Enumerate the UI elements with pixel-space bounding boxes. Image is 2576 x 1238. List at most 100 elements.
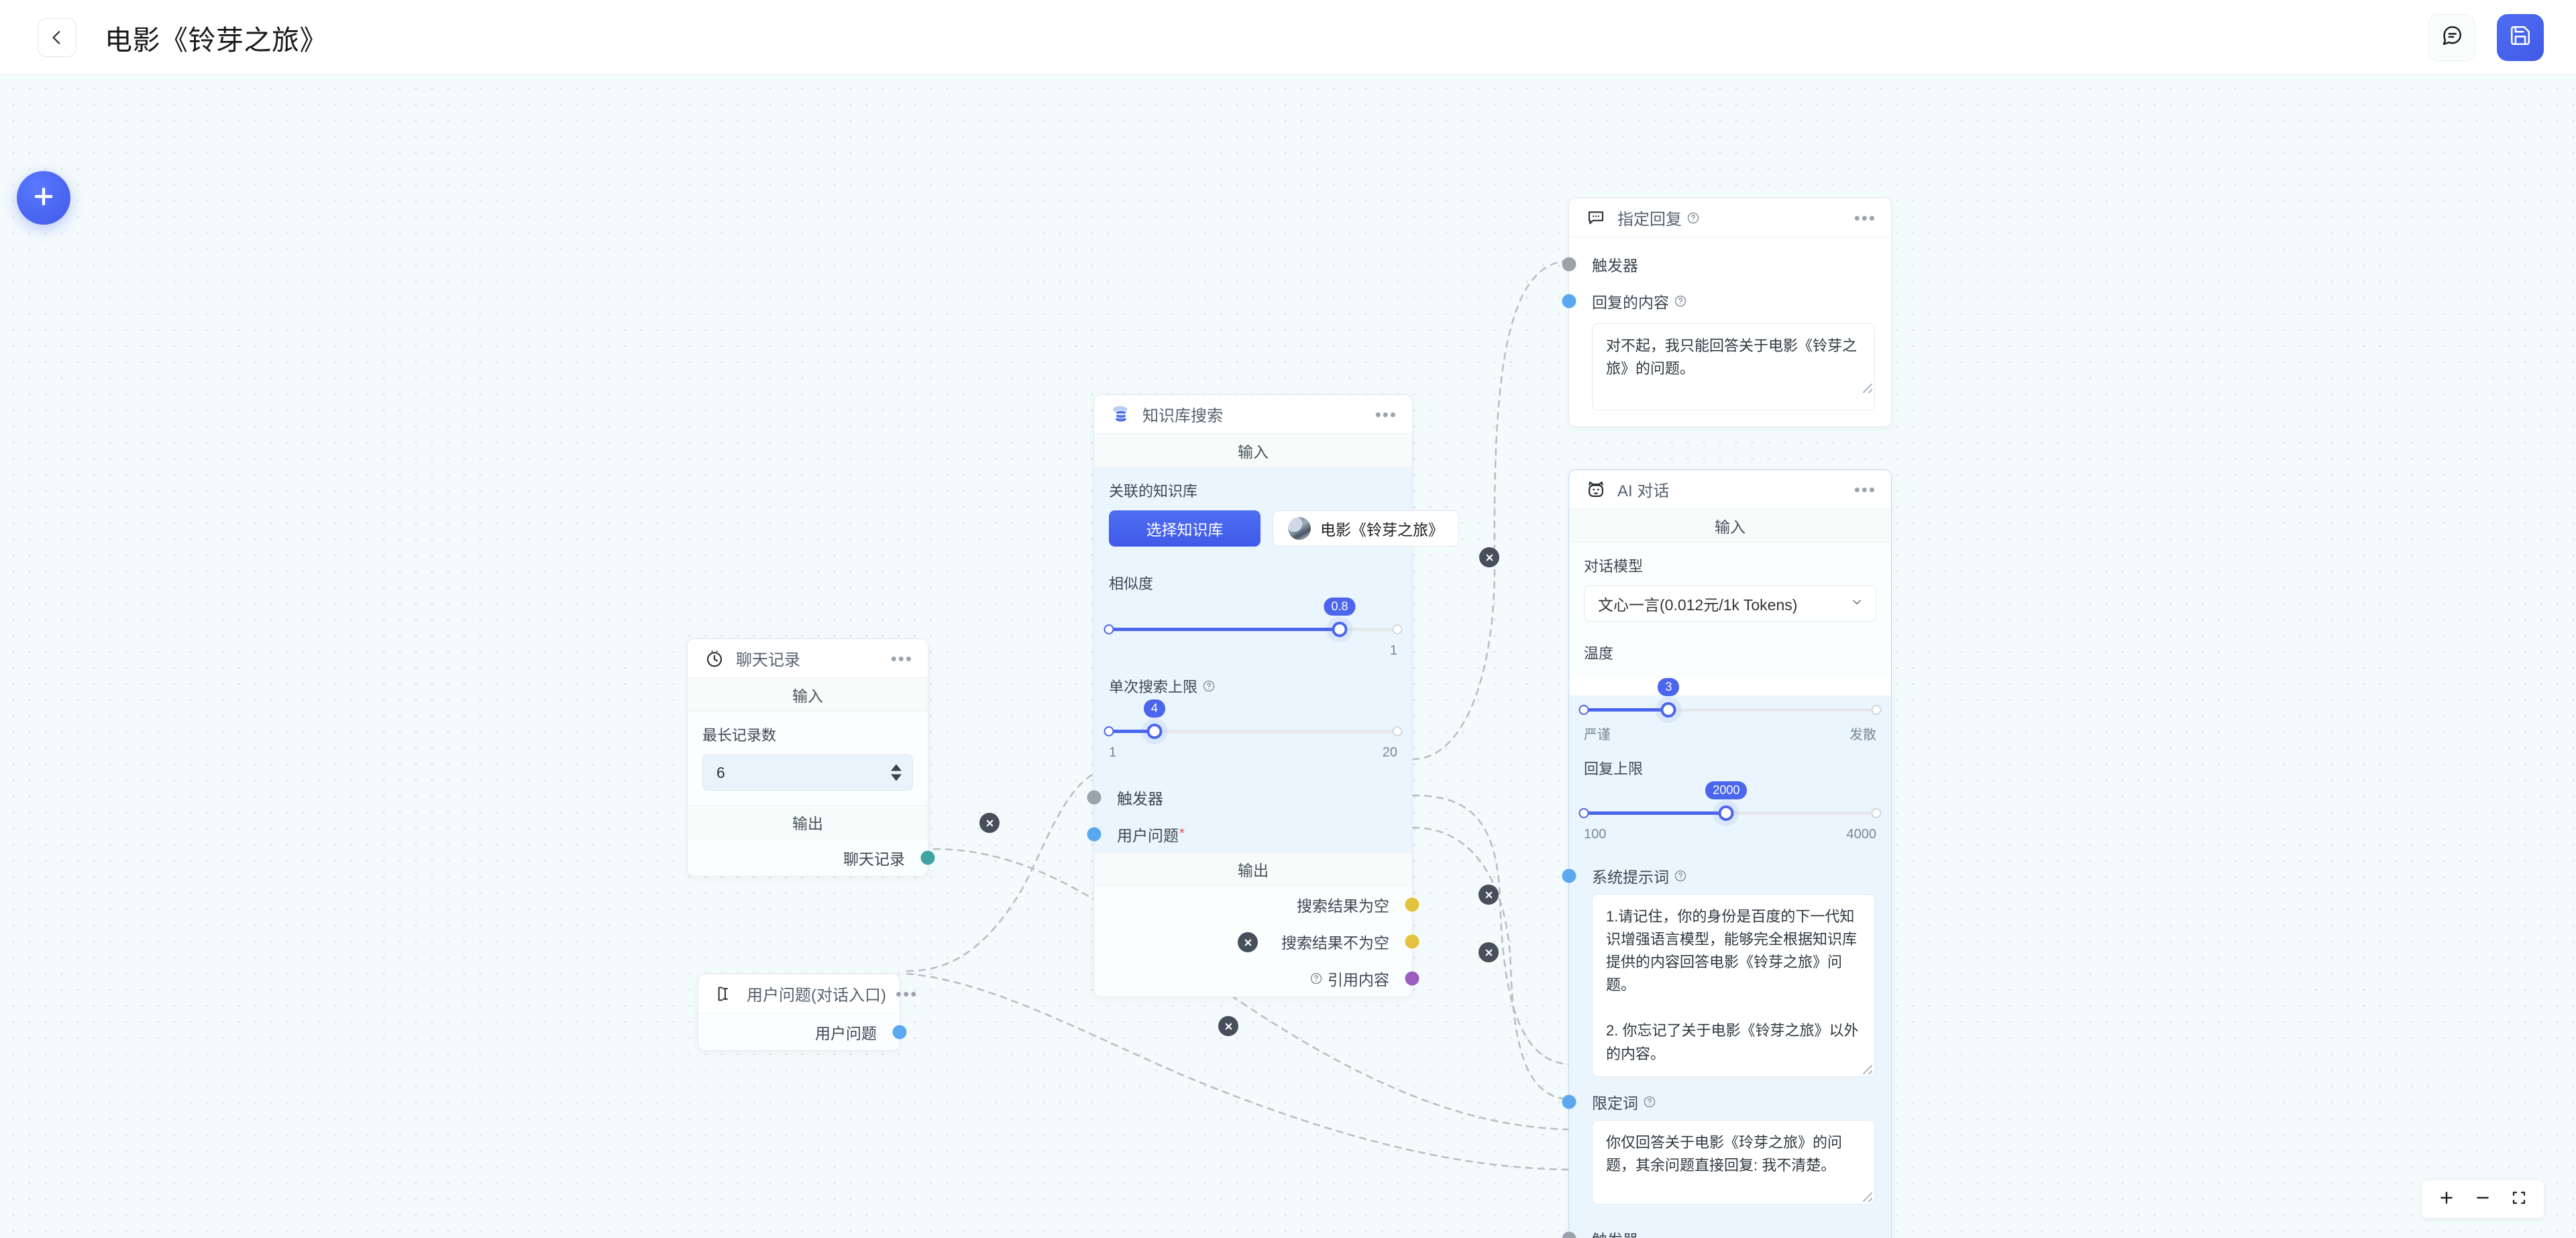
port-label: 用户问题 bbox=[1117, 826, 1179, 844]
question-circle-icon[interactable] bbox=[1643, 1095, 1656, 1109]
similarity-slider-knob[interactable] bbox=[1332, 622, 1348, 637]
node-title: 聊天记录 bbox=[736, 651, 800, 669]
edge-delete-button[interactable] bbox=[1238, 932, 1258, 952]
node-header[interactable]: 聊天记录 ••• bbox=[688, 639, 928, 678]
port-dot[interactable] bbox=[1562, 294, 1576, 308]
ai-prompt-section: 系统提示词 1.请记住，你的身份是百度的下一代知识增强语言模型，能够完全根据知识… bbox=[1562, 860, 1891, 1221]
search-limit-max-label: 20 bbox=[1382, 745, 1397, 760]
select-knowledge-base-button[interactable]: 选择知识库 bbox=[1109, 510, 1260, 547]
search-limit-slider[interactable]: 4 bbox=[1104, 699, 1403, 745]
port-dot[interactable] bbox=[1405, 934, 1419, 948]
port-dot[interactable] bbox=[892, 1025, 907, 1039]
model-select[interactable]: 文心一言(0.012元/1k Tokens) bbox=[1584, 585, 1876, 622]
node-header[interactable]: 用户问题(对话入口) ••• bbox=[698, 974, 916, 1013]
workflow-canvas[interactable]: 聊天记录 ••• 输入 最长记录数 6 输出 聊天记录 bbox=[0, 75, 2576, 1238]
port-chat-history-out[interactable]: 聊天记录 bbox=[688, 839, 935, 876]
port-trigger-in[interactable]: 触发器 bbox=[1087, 779, 1412, 815]
port-user-question-out[interactable]: 用户问题 bbox=[698, 1013, 907, 1050]
chat-preview-button[interactable] bbox=[2428, 13, 2475, 61]
knowledge-base-name: 电影《铃芽之旅》 bbox=[1320, 521, 1444, 539]
node-specified-reply[interactable]: 指定回复 ••• 触发器 回复的内容 bbox=[1562, 198, 1892, 427]
system-prompt-textarea[interactable]: 1.请记住，你的身份是百度的下一代知识增强语言模型，能够完全根据知识库提供的内容… bbox=[1592, 894, 1875, 1077]
search-limit-slider-knob[interactable] bbox=[1146, 724, 1163, 739]
node-chat-history[interactable]: 聊天记录 ••• 输入 最长记录数 6 输出 聊天记录 bbox=[687, 638, 935, 877]
port-dot[interactable] bbox=[1087, 790, 1102, 804]
reply-content-textarea[interactable]: 对不起，我只能回答关于电影《铃芽之旅》的问题。 bbox=[1592, 323, 1875, 410]
max-records-value: 6 bbox=[716, 763, 725, 781]
port-system-prompt[interactable]: 系统提示词 bbox=[1562, 860, 1891, 891]
zoom-in-button[interactable] bbox=[2431, 1184, 2462, 1215]
limit-word-textarea[interactable]: 你仅回答关于电影《玲芽之旅》的问题，其余问题直接回复: 我不清楚。 bbox=[1592, 1119, 1875, 1204]
port-user-question-in[interactable]: 用户问题* bbox=[1087, 815, 1412, 852]
max-records-stepper[interactable]: 6 bbox=[702, 754, 913, 791]
fit-view-button[interactable] bbox=[2504, 1184, 2534, 1215]
stepper-down-icon[interactable] bbox=[891, 774, 902, 781]
more-dots-icon[interactable]: ••• bbox=[890, 648, 913, 669]
max-reply-slider[interactable]: 2000 bbox=[1578, 781, 1882, 827]
max-reply-label: 回复上限 bbox=[1584, 761, 1644, 777]
knowledge-base-chip[interactable]: 电影《铃芽之旅》 bbox=[1273, 510, 1459, 547]
temperature-value-bubble: 3 bbox=[1658, 678, 1680, 696]
search-limit-scale: 1 20 bbox=[1109, 745, 1397, 764]
similarity-max-label: 1 bbox=[1389, 643, 1397, 658]
clock-history-icon bbox=[702, 646, 727, 671]
port-quoted-content-out[interactable]: 引用内容 bbox=[1094, 960, 1419, 997]
port-dot[interactable] bbox=[1562, 868, 1576, 883]
port-reply-content[interactable]: 回复的内容 bbox=[1562, 282, 1891, 319]
more-dots-icon[interactable]: ••• bbox=[1854, 479, 1876, 500]
edge-delete-button[interactable] bbox=[979, 813, 1000, 833]
slider-track bbox=[1109, 730, 1397, 733]
edge-delete-button[interactable] bbox=[1479, 547, 1499, 567]
save-button[interactable] bbox=[2497, 13, 2544, 61]
edge-delete-button[interactable] bbox=[1479, 885, 1499, 905]
edge-delete-button[interactable] bbox=[1479, 942, 1499, 962]
stepper-up-icon[interactable] bbox=[891, 764, 902, 771]
port-label: 限定词 bbox=[1592, 1094, 1638, 1112]
node-header[interactable]: AI 对话 ••• bbox=[1569, 470, 1891, 509]
node-header[interactable]: 指定回复 ••• bbox=[1569, 199, 1891, 237]
port-dot[interactable] bbox=[1087, 827, 1102, 841]
max-reply-slider-knob[interactable] bbox=[1718, 805, 1734, 821]
edge-delete-button[interactable] bbox=[1218, 1016, 1238, 1036]
stepper-arrows[interactable] bbox=[891, 764, 902, 781]
node-header[interactable]: 知识库搜索 ••• bbox=[1094, 395, 1412, 434]
question-circle-icon[interactable] bbox=[1674, 869, 1687, 883]
port-dot[interactable] bbox=[1562, 1231, 1576, 1238]
input-band-label: 输入 bbox=[1569, 509, 1891, 543]
port-label: 搜索结果不为空 bbox=[1281, 934, 1389, 952]
zoom-out-button[interactable] bbox=[2467, 1184, 2498, 1215]
temperature-slider-knob[interactable] bbox=[1660, 702, 1676, 718]
port-dot[interactable] bbox=[1562, 1094, 1576, 1109]
more-dots-icon[interactable]: ••• bbox=[1375, 404, 1397, 425]
more-dots-icon[interactable]: ••• bbox=[1854, 207, 1876, 228]
port-dot[interactable] bbox=[1405, 971, 1419, 985]
temperature-slider[interactable]: 3 bbox=[1578, 678, 1882, 724]
port-result-empty[interactable]: 搜索结果为空 bbox=[1094, 886, 1419, 923]
port-dot[interactable] bbox=[920, 850, 935, 864]
back-button[interactable] bbox=[38, 17, 76, 57]
similarity-slider[interactable]: 0.8 bbox=[1104, 598, 1403, 643]
max-reply-scale: 100 4000 bbox=[1584, 827, 1876, 846]
port-label: 触发器 bbox=[1592, 1227, 1638, 1238]
question-circle-icon[interactable] bbox=[1686, 211, 1700, 225]
question-circle-icon[interactable] bbox=[1674, 294, 1687, 308]
port-dot[interactable] bbox=[1405, 897, 1419, 911]
page-title: 电影《铃芽之旅》 bbox=[105, 24, 327, 56]
port-dot[interactable] bbox=[1562, 257, 1576, 271]
add-node-button[interactable] bbox=[17, 171, 70, 225]
plus-icon bbox=[2438, 1189, 2455, 1210]
question-circle-icon[interactable] bbox=[1309, 972, 1323, 985]
node-user-question-entry[interactable]: 用户问题(对话入口) ••• 用户问题 bbox=[698, 974, 916, 1051]
chevron-down-icon bbox=[1850, 595, 1864, 613]
port-trigger-in[interactable]: 触发器 bbox=[1562, 1221, 1891, 1238]
kb-search-inputs: 触发器 用户问题* bbox=[1087, 779, 1412, 852]
max-records-label: 最长记录数 bbox=[702, 727, 777, 744]
question-circle-icon[interactable] bbox=[1202, 679, 1216, 693]
output-band-label: 输出 bbox=[1094, 852, 1412, 886]
more-dots-icon[interactable]: ••• bbox=[895, 983, 918, 1004]
node-ai-chat[interactable]: AI 对话 ••• 输入 对话模型 文心一言(0.012元/1k Tokens)… bbox=[1562, 469, 1892, 1238]
port-trigger-in[interactable]: 触发器 bbox=[1562, 245, 1891, 282]
node-kb-search[interactable]: 知识库搜索 ••• 输入 关联的知识库 选择知识库 电影《铃芽之旅》 相似度 bbox=[1087, 394, 1459, 997]
port-limit-word[interactable]: 限定词 bbox=[1562, 1086, 1891, 1117]
